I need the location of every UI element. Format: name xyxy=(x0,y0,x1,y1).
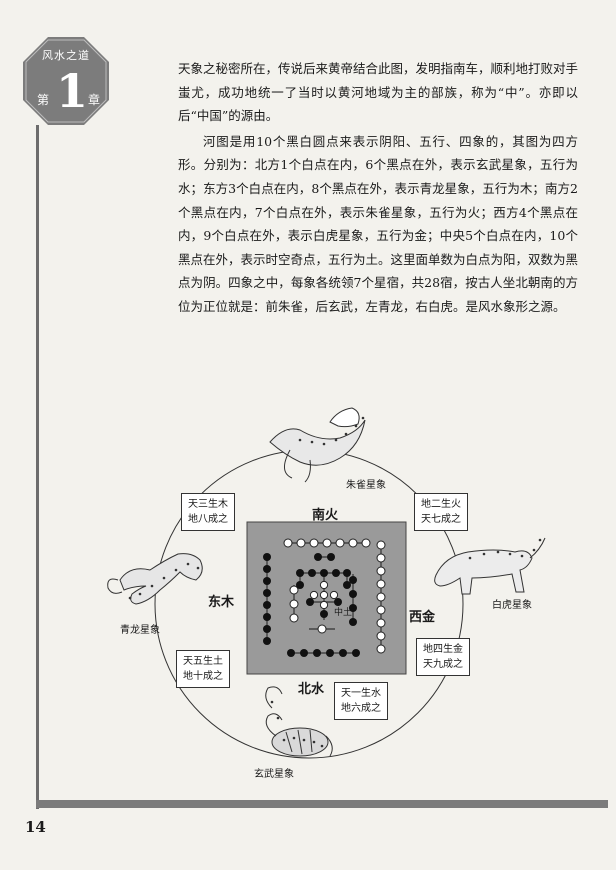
hetu-diagram-graphic xyxy=(107,407,546,759)
chapter-prefix: 第 xyxy=(37,93,50,107)
hetu-diagram: 朱雀星象 白虎星象 青龙星象 玄武星象 南火 东木 西金 北水 中土 天三生木 … xyxy=(0,380,616,800)
black-tortoise-illustration xyxy=(265,686,333,757)
note-box-north-water: 天一生水 地六成之 xyxy=(334,682,388,720)
white-tiger-label: 白虎星象 xyxy=(492,600,532,611)
note-line: 地二生火 xyxy=(421,499,461,510)
footer-rule xyxy=(36,800,608,808)
vermilion-bird-label: 朱雀星象 xyxy=(346,480,386,491)
body-text: 天象之秘密所在，传说后来黄帝结合此图，发明指南车，顺利地打败对手蚩尤，成功地统一… xyxy=(178,57,578,319)
note-line: 天七成之 xyxy=(421,514,461,525)
note-box-east-wood: 天三生木 地八成之 xyxy=(181,493,235,531)
chapter-number: 1 xyxy=(56,64,89,118)
octagon-badge-shape xyxy=(23,37,109,125)
direction-center: 中土 xyxy=(334,608,353,618)
paragraph-2: 河图是用10个黑白圆点来表示阴阳、五行、四象的，其图为四方形。分别为：北方1个白… xyxy=(178,133,579,314)
book-title: 风水之道 xyxy=(42,49,90,62)
note-line: 地六成之 xyxy=(341,703,381,714)
note-line: 天九成之 xyxy=(423,659,463,670)
note-box-south-fire: 地二生火 天七成之 xyxy=(414,493,468,531)
note-line: 天一生水 xyxy=(341,688,381,699)
note-line: 地十成之 xyxy=(183,671,223,682)
black-tortoise-label: 玄武星象 xyxy=(254,769,294,780)
page-number: 14 xyxy=(25,818,46,836)
direction-south: 南火 xyxy=(312,508,339,523)
direction-east: 东木 xyxy=(208,595,235,610)
note-line: 天三生木 xyxy=(188,499,228,510)
note-line: 天五生土 xyxy=(183,656,223,667)
paragraph-1: 天象之秘密所在，传说后来黄帝结合此图，发明指南车，顺利地打败对手蚩尤，成功地统一… xyxy=(178,61,579,124)
direction-north: 北水 xyxy=(298,682,325,697)
chapter-suffix: 章 xyxy=(88,93,101,107)
note-box-west-metal: 地四生金 天九成之 xyxy=(416,638,470,676)
chapter-badge: 风水之道 第 1 章 xyxy=(23,37,109,125)
vermilion-bird-illustration xyxy=(269,407,366,483)
white-tiger-illustration xyxy=(434,537,546,595)
azure-dragon-illustration xyxy=(107,553,203,605)
left-rule xyxy=(36,125,39,809)
note-line: 地四生金 xyxy=(423,644,463,655)
azure-dragon-label: 青龙星象 xyxy=(120,625,160,636)
direction-west: 西金 xyxy=(409,610,436,625)
note-box-center-earth: 天五生土 地十成之 xyxy=(176,650,230,688)
note-line: 地八成之 xyxy=(188,514,228,525)
